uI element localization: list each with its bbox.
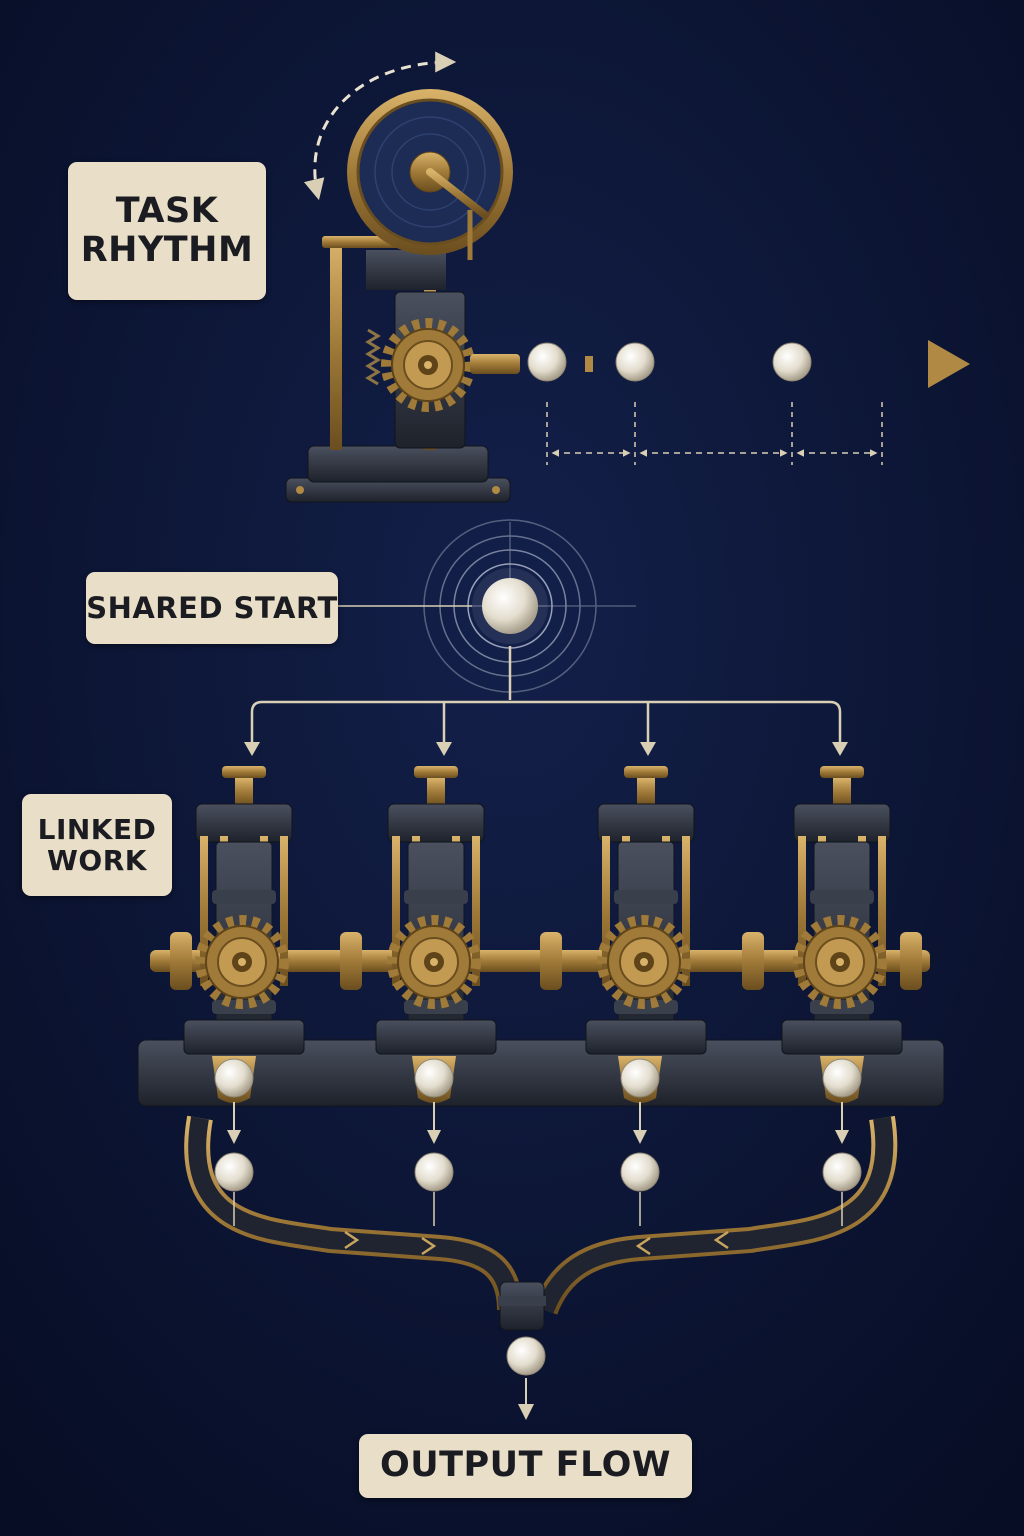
pearl-icon bbox=[772, 342, 812, 382]
rhythm-timeline bbox=[520, 340, 970, 465]
work-machine bbox=[585, 766, 707, 1103]
output-flow-label: OUTPUT FLOW bbox=[359, 1434, 692, 1498]
arrow-icon bbox=[227, 1130, 241, 1144]
linked-work-label: LINKED WORK bbox=[22, 794, 172, 896]
linked-machines bbox=[137, 932, 945, 1107]
work-machine bbox=[183, 766, 305, 1103]
shared-start-node bbox=[338, 519, 636, 693]
arrow-icon bbox=[427, 1130, 441, 1144]
pearl-icon bbox=[214, 1058, 254, 1098]
linked-work-line-1: LINKED bbox=[37, 812, 157, 846]
rhythm-machine bbox=[285, 51, 520, 503]
pearl-icon bbox=[482, 578, 538, 634]
output-drop bbox=[214, 1102, 254, 1226]
output-drop bbox=[822, 1102, 862, 1226]
pearl-icon bbox=[414, 1152, 454, 1192]
shared-start-label: SHARED START bbox=[86, 572, 338, 644]
pearl-icon bbox=[620, 1152, 660, 1192]
arrow-icon bbox=[633, 1130, 647, 1144]
arrow-icon bbox=[518, 1404, 534, 1420]
task-rhythm-line-1: TASK bbox=[115, 190, 219, 231]
pearl-icon bbox=[615, 342, 655, 382]
pearl-icon bbox=[822, 1152, 862, 1192]
pearl-icon bbox=[822, 1058, 862, 1098]
pearl-icon bbox=[506, 1336, 546, 1376]
pearl-icon bbox=[414, 1058, 454, 1098]
arrow-icon bbox=[835, 1130, 849, 1144]
output-channel bbox=[184, 1115, 898, 1420]
shared-start-text: SHARED START bbox=[86, 590, 338, 625]
pearl-icon bbox=[527, 342, 567, 382]
arrow-icon bbox=[928, 340, 970, 388]
work-machine bbox=[375, 766, 497, 1103]
output-drop bbox=[414, 1102, 454, 1226]
linked-work-line-2: WORK bbox=[47, 844, 147, 877]
pearl-icon bbox=[620, 1058, 660, 1098]
pearl-icon bbox=[214, 1152, 254, 1192]
output-flow-text: OUTPUT FLOW bbox=[379, 1445, 671, 1486]
task-rhythm-line-2: RHYTHM bbox=[80, 230, 254, 270]
distribution-connector bbox=[244, 646, 848, 756]
work-machine bbox=[781, 766, 903, 1103]
output-drop bbox=[620, 1102, 660, 1226]
task-rhythm-label: TASK RHYTHM bbox=[68, 162, 266, 300]
